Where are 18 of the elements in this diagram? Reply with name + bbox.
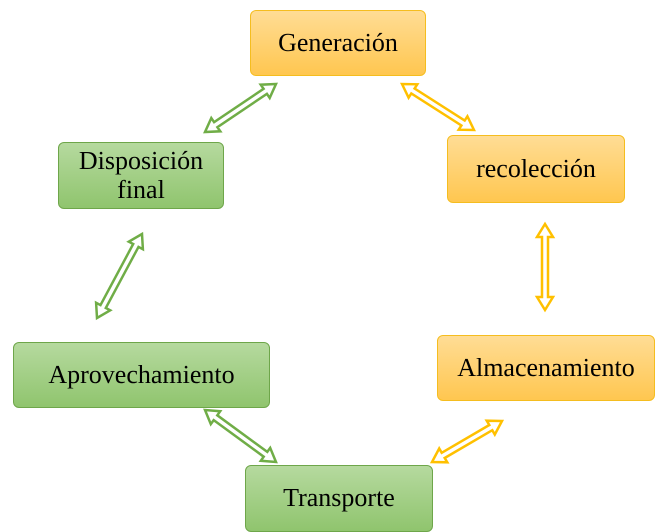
process-box xyxy=(13,342,270,408)
box-label: Almacenamiento xyxy=(457,354,635,382)
double-arrow xyxy=(203,82,278,134)
process-box xyxy=(250,10,426,76)
process-box xyxy=(437,335,655,401)
double-arrow xyxy=(430,419,504,464)
box-label: Generación xyxy=(278,28,398,58)
double-arrow xyxy=(94,232,144,320)
process-box xyxy=(58,142,224,209)
process-box xyxy=(447,135,625,203)
box-label: Transporte xyxy=(283,484,395,513)
box-label: recolección xyxy=(476,154,596,184)
process-box xyxy=(245,465,433,532)
double-arrow xyxy=(203,408,278,464)
double-arrow xyxy=(400,82,476,132)
double-arrow xyxy=(534,222,556,312)
box-label: Aprovechamiento xyxy=(48,360,235,390)
box-label: Disposición final xyxy=(78,146,204,204)
